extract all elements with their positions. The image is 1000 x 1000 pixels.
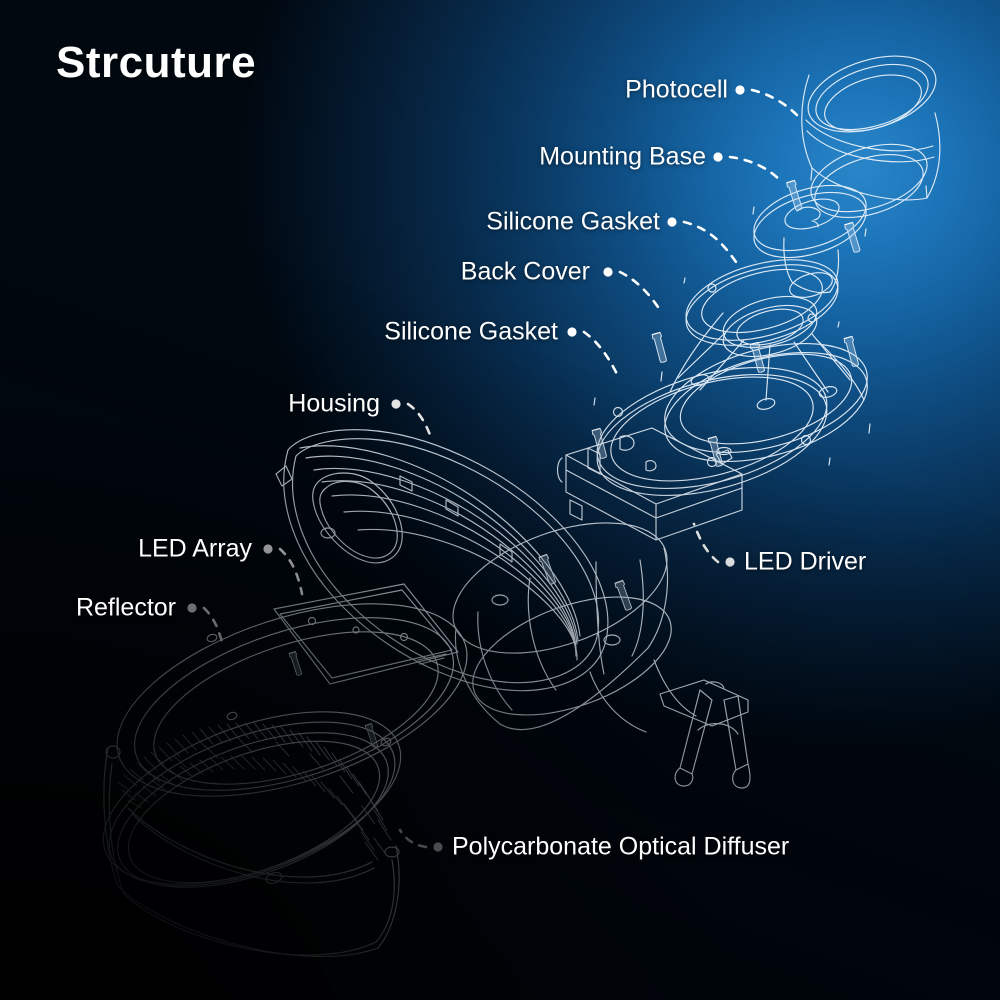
label-polycarbonate-optical-diffuser: Polycarbonate Optical Diffuser <box>452 832 790 861</box>
label-silicone-gasket-top: Silicone Gasket <box>486 207 660 236</box>
label-silicone-gasket-bottom: Silicone Gasket <box>384 317 558 346</box>
label-photocell: Photocell <box>625 75 728 104</box>
label-led-array: LED Array <box>138 534 252 563</box>
label-reflector: Reflector <box>75 593 176 622</box>
label-led-driver: LED Driver <box>744 547 867 576</box>
label-housing: Housing <box>288 389 380 418</box>
label-back-cover: Back Cover <box>460 257 590 286</box>
page-title: Strcuture <box>56 38 257 87</box>
label-mounting-base: Mounting Base <box>539 142 706 171</box>
